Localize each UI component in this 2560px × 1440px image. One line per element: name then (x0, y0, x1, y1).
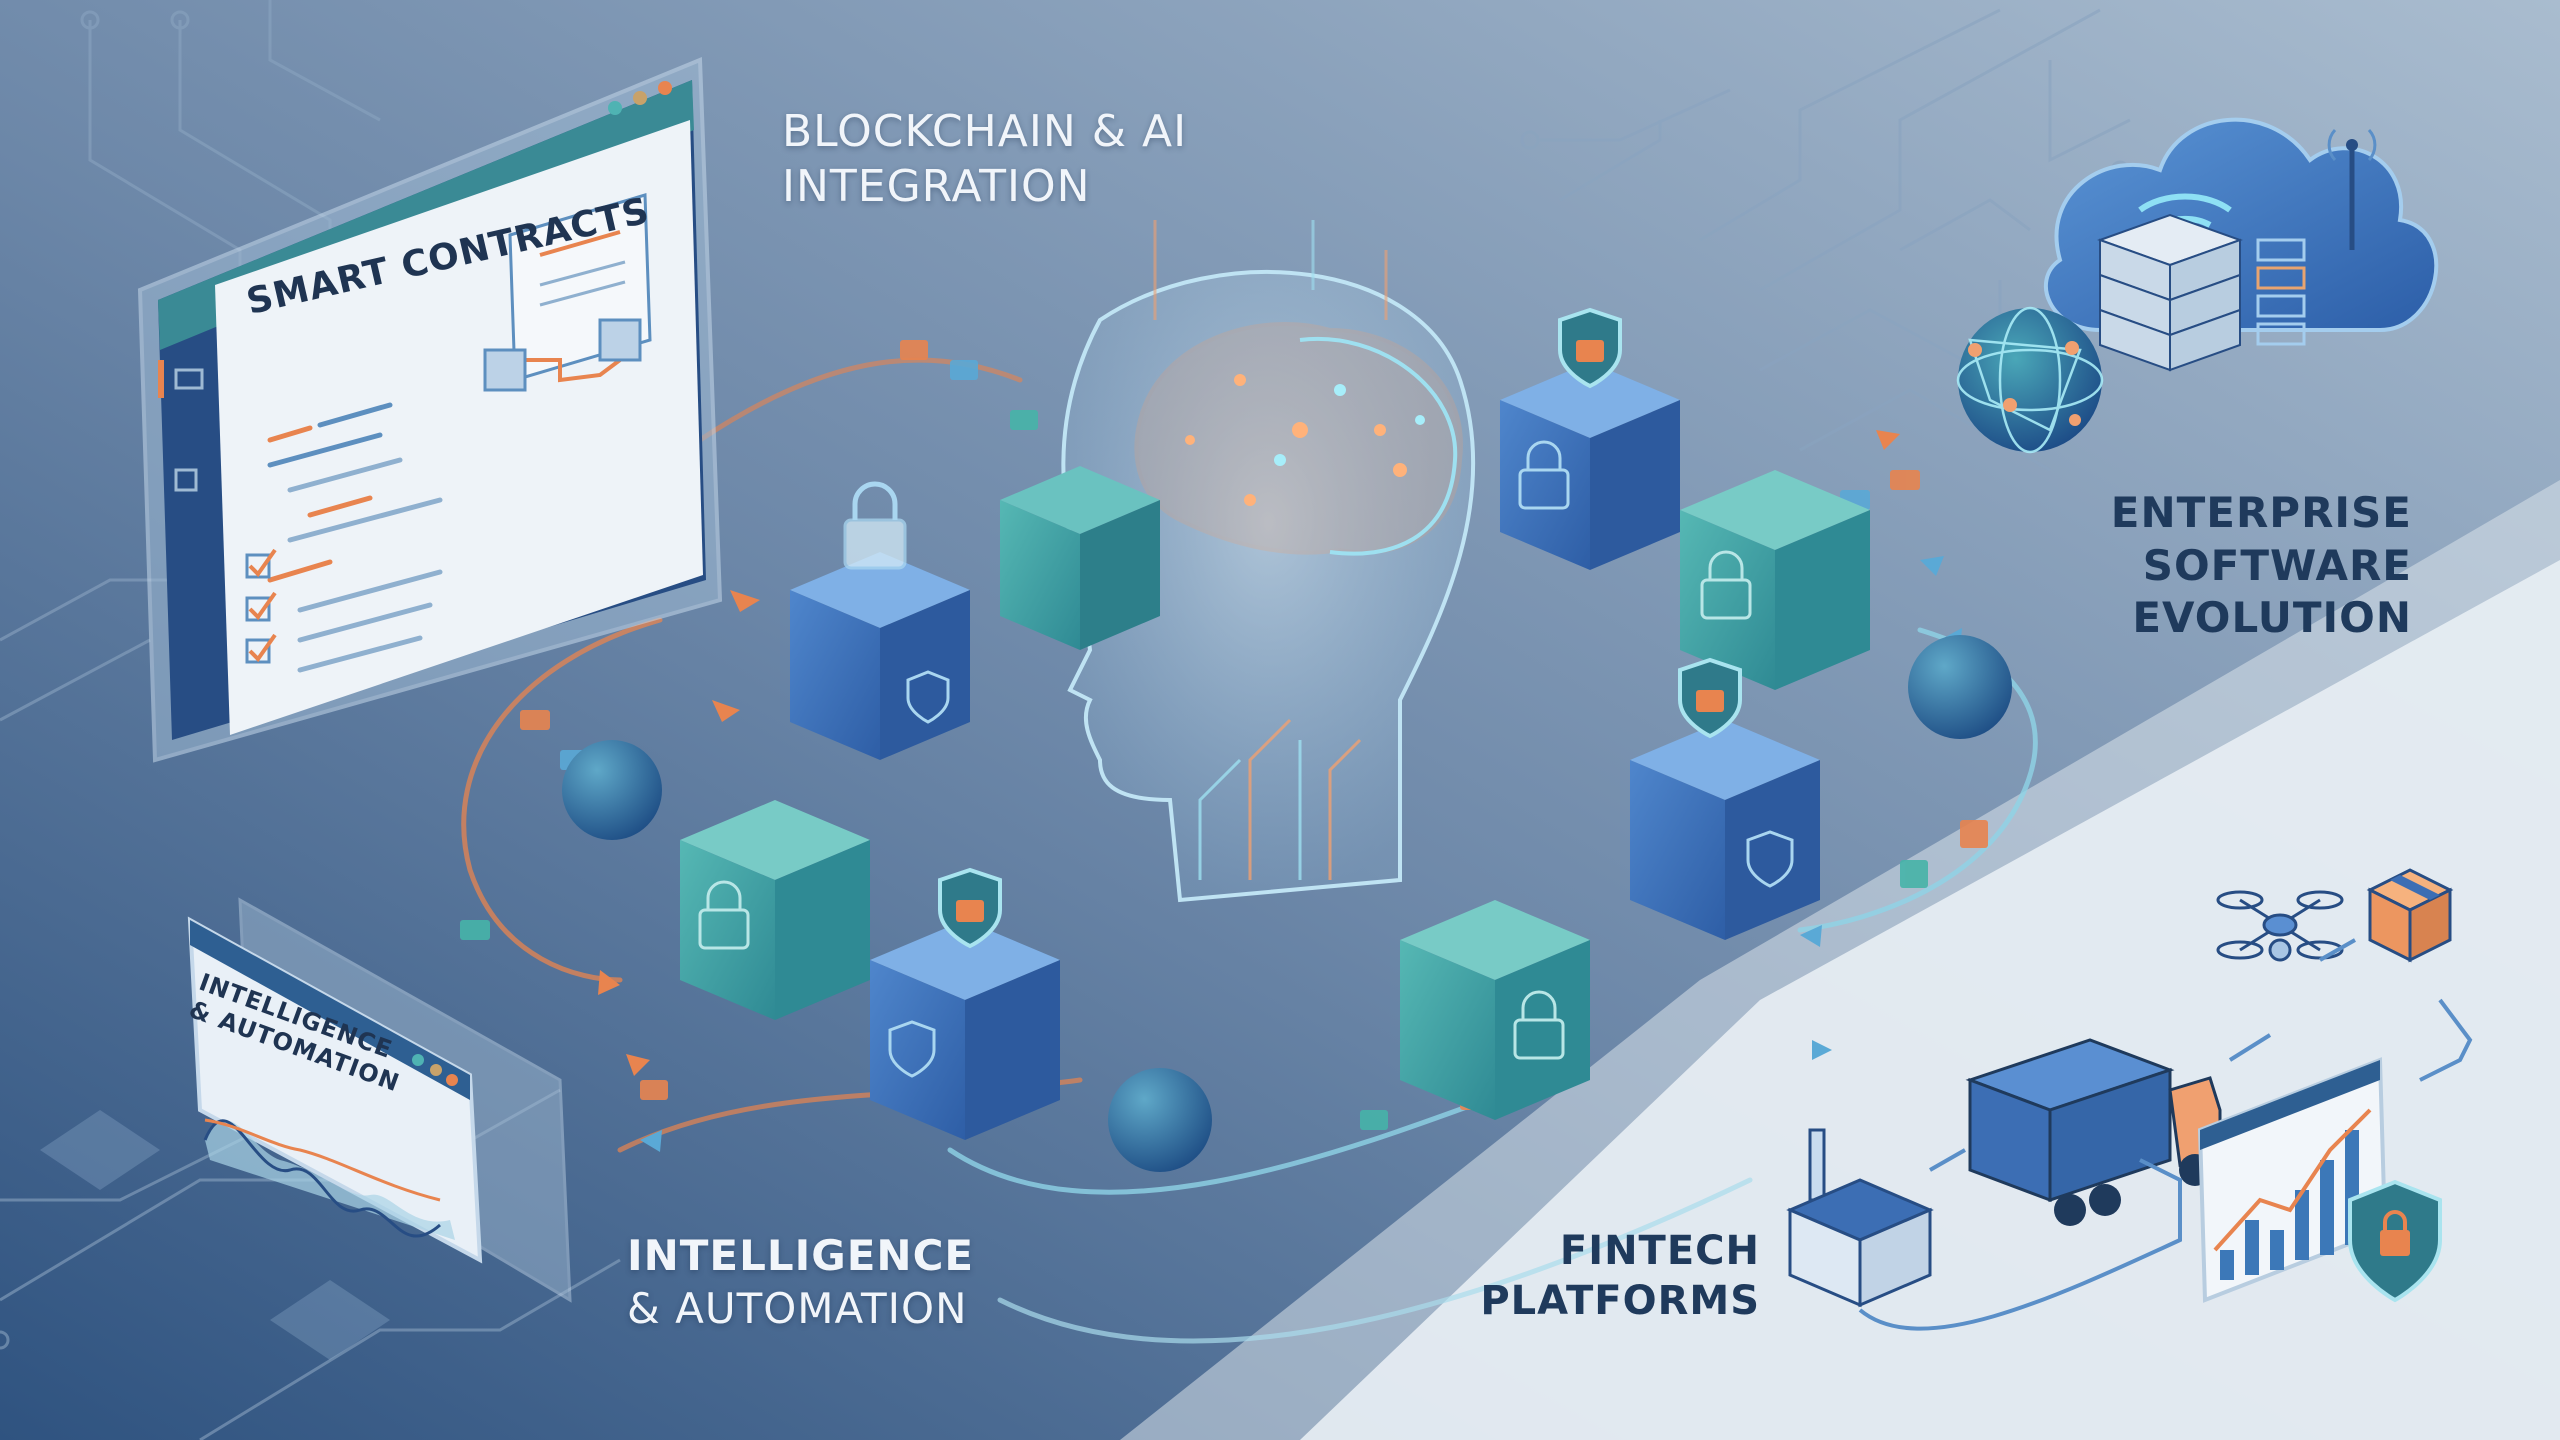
smart-contracts-title: SMART CONTRACTS (242, 190, 654, 323)
label-line: ENTERPRISE (2110, 488, 2412, 537)
intelligence-dashboard (187, 897, 572, 1303)
ai-head (1061, 220, 1476, 903)
label-intelligence-automation: INTELLIGENCE & AUTOMATION (627, 1230, 974, 1335)
enterprise-cluster (1956, 117, 2439, 454)
label-fintech-platforms: FINTECH PLATFORMS (1470, 1226, 1760, 1326)
label-line: & AUTOMATION (627, 1283, 968, 1333)
blockchain-cubes (680, 307, 1870, 1140)
label-line: BLOCKCHAIN & AI (782, 106, 1188, 157)
label-line: PLATFORMS (1480, 1278, 1760, 1324)
label-line: EVOLUTION (2132, 593, 2412, 642)
fintech-flow (1786, 868, 2473, 1331)
network-spheres (562, 635, 2012, 1172)
label-line: FINTECH (1559, 1228, 1760, 1274)
label-line: SOFTWARE (2142, 540, 2412, 590)
label-blockchain-ai-integration: BLOCKCHAIN & AI INTEGRATION (782, 104, 1187, 214)
label-line: INTELLIGENCE (627, 1231, 975, 1280)
intelligence-dashboard-title: INTELLIGENCE & AUTOMATION (185, 968, 413, 1098)
label-line: INTEGRATION (782, 161, 1091, 212)
smart-contracts-monitor (137, 57, 723, 763)
label-enterprise-software-evolution: ENTERPRISE SOFTWARE EVOLUTION (2070, 487, 2412, 645)
